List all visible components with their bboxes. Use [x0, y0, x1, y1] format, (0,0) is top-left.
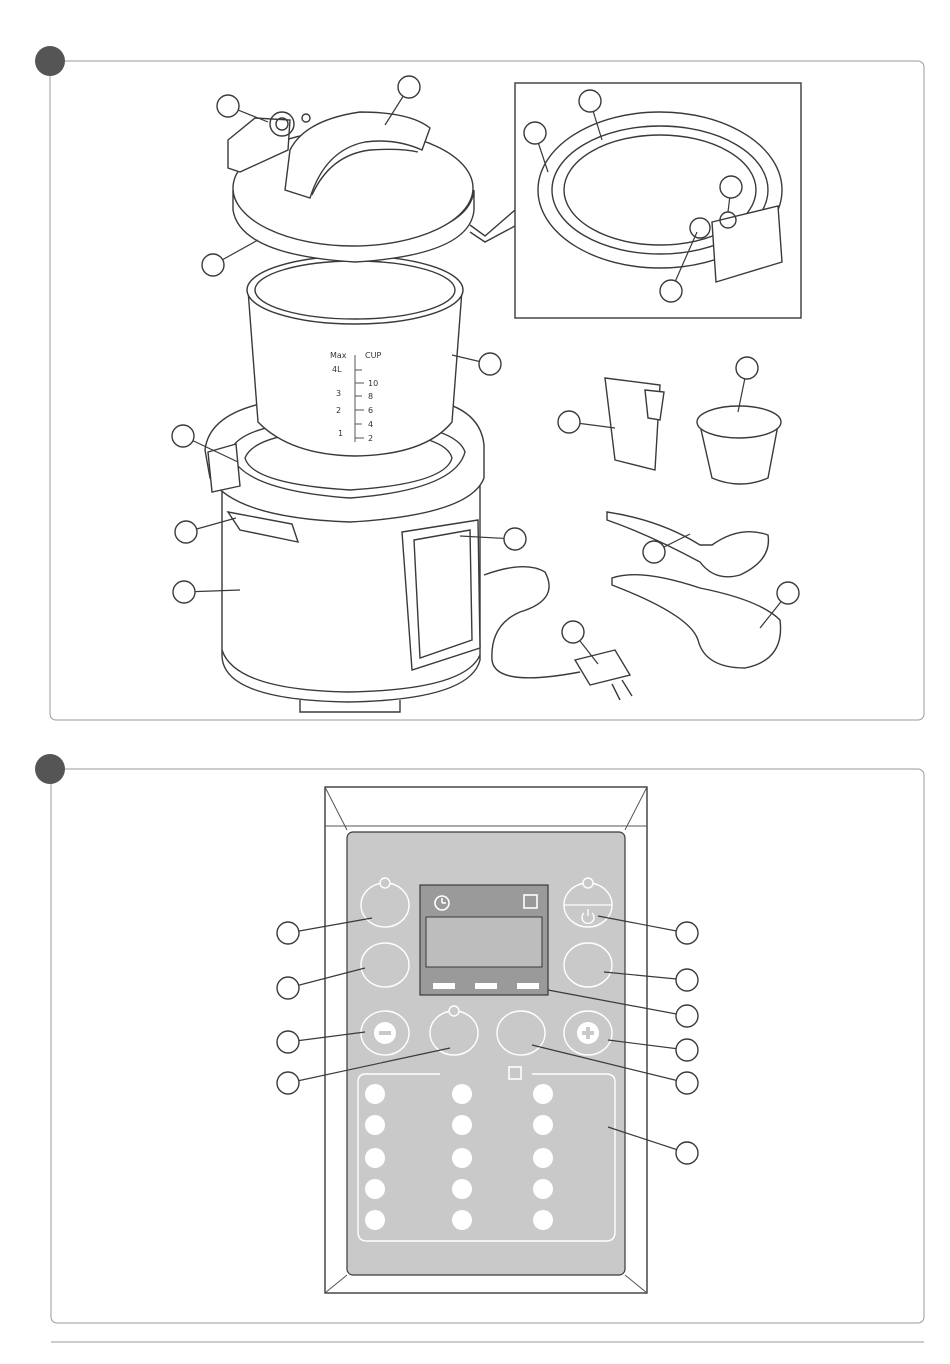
callout-circle	[643, 541, 665, 563]
callout-circle	[175, 521, 197, 543]
figure-b-marker	[35, 754, 65, 784]
callout-circle	[676, 1039, 698, 1061]
power-cord	[484, 567, 632, 700]
scale-label: 6	[368, 406, 373, 415]
display	[420, 885, 548, 995]
inner-pot: CUP Max 4L 10 3 8 2 6 4 1 2	[247, 256, 463, 456]
program-indicator[interactable]	[533, 1115, 553, 1135]
program-indicator[interactable]	[452, 1115, 472, 1135]
program-indicator[interactable]	[533, 1148, 553, 1168]
minus-button[interactable]	[361, 1011, 409, 1055]
display-segment	[517, 983, 539, 989]
callout-circle	[720, 176, 742, 198]
callout-circle	[676, 1005, 698, 1027]
menu-button-left[interactable]	[361, 943, 409, 987]
scale-label: 3	[336, 389, 341, 398]
measuring-cup	[697, 406, 781, 484]
callout-circle	[777, 582, 799, 604]
scale-label: 2	[368, 434, 373, 443]
callout-circle	[277, 1072, 299, 1094]
callout-circle	[524, 122, 546, 144]
program-indicator[interactable]	[365, 1084, 385, 1104]
scale-label: 1	[338, 429, 343, 438]
callout-circle	[736, 357, 758, 379]
minus-icon	[379, 1031, 391, 1035]
program-indicator[interactable]	[452, 1148, 472, 1168]
plus-button[interactable]	[564, 1011, 612, 1055]
start-button[interactable]	[497, 1011, 545, 1055]
callout-circle	[217, 95, 239, 117]
scale-label: 4	[368, 420, 373, 429]
soup-ladle	[607, 512, 768, 577]
display-segment	[475, 983, 497, 989]
scale-label: 10	[368, 379, 378, 388]
program-indicator[interactable]	[365, 1210, 385, 1230]
scale-header-max: Max	[330, 351, 347, 360]
scale-header-cup: CUP	[365, 351, 381, 360]
callout-circle	[173, 581, 195, 603]
program-indicator[interactable]	[533, 1210, 553, 1230]
callout-circle	[172, 425, 194, 447]
callout-circle	[676, 969, 698, 991]
callout-circle	[676, 922, 698, 944]
callout-circle	[579, 90, 601, 112]
scale-label: 4L	[332, 365, 342, 374]
callout-circle	[202, 254, 224, 276]
figure-b	[35, 754, 924, 1323]
program-indicator[interactable]	[533, 1084, 553, 1104]
callout-circle	[504, 528, 526, 550]
lid-detail-inset	[515, 83, 801, 318]
menu-button-right[interactable]	[564, 943, 612, 987]
program-indicator[interactable]	[365, 1115, 385, 1135]
callout-circle	[277, 1031, 299, 1053]
callout-circle	[660, 280, 682, 302]
callout-circle	[558, 411, 580, 433]
callout-circle	[676, 1072, 698, 1094]
program-indicator[interactable]	[533, 1179, 553, 1199]
condensation-cup	[605, 378, 664, 470]
figure-a: CUP Max 4L 10 3 8 2 6 4 1 2	[35, 46, 924, 720]
program-indicator[interactable]	[365, 1179, 385, 1199]
program-indicator[interactable]	[452, 1210, 472, 1230]
rice-paddle	[612, 575, 781, 668]
callout-circle	[676, 1142, 698, 1164]
callout-circle	[277, 977, 299, 999]
callout-circle	[479, 353, 501, 375]
display-segment	[433, 983, 455, 989]
callout-circle	[562, 621, 584, 643]
display-screen	[426, 917, 542, 967]
cooker-lid	[228, 112, 515, 262]
program-indicator[interactable]	[452, 1179, 472, 1199]
callout-circle	[398, 76, 420, 98]
program-indicator[interactable]	[365, 1148, 385, 1168]
scale-label: 8	[368, 392, 373, 401]
figure-a-marker	[35, 46, 65, 76]
program-indicator[interactable]	[452, 1084, 472, 1104]
callout-circle	[277, 922, 299, 944]
scale-label: 2	[336, 406, 341, 415]
